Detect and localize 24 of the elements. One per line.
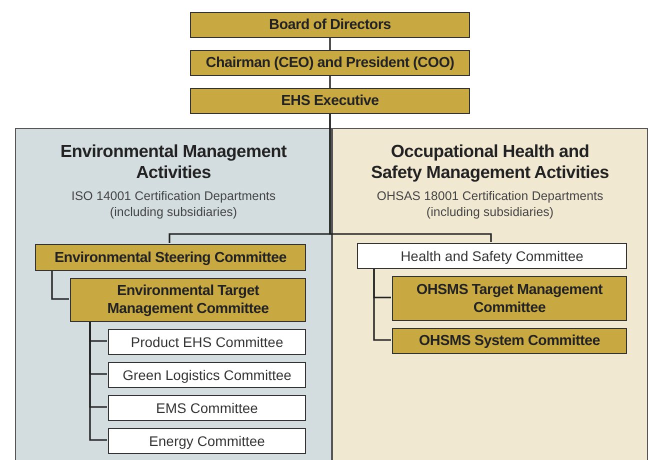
committee-box: Energy Committee — [108, 428, 306, 454]
committee-box: OHSMS Target Management Committee — [392, 276, 627, 321]
connector-line — [373, 268, 391, 341]
connector-line — [329, 38, 331, 50]
activity-panel — [15, 128, 332, 460]
activity-panel — [332, 128, 648, 460]
committee-box: Environmental Steering Committee — [35, 244, 306, 271]
committee-box: Board of Directors — [190, 12, 470, 38]
committee-box: Health and Safety Committee — [357, 243, 627, 269]
panel-subtitle: ISO 14001 Certification Departments (including subsidiaries) — [70, 188, 277, 220]
connector-line — [329, 114, 492, 242]
panel-heading: Occupational Health and Safety Management Activities — [370, 141, 610, 183]
panel-subtitle: OHSAS 18001 Certification Departments (including subsidiaries) — [376, 188, 604, 220]
committee-box: OHSMS System Committee — [392, 328, 627, 354]
committee-box: Environmental Target Management Committee — [70, 278, 306, 322]
connector-line — [89, 321, 107, 441]
committee-box: EMS Committee — [108, 395, 306, 421]
committee-box: Green Logistics Committee — [108, 362, 306, 388]
connector-line — [51, 270, 69, 300]
panel-heading: Environmental Management Activities — [59, 141, 288, 183]
committee-box: EHS Executive — [190, 88, 470, 114]
committee-box: Product EHS Committee — [108, 329, 306, 355]
connector-line — [329, 76, 331, 88]
committee-box: Chairman (CEO) and President (COO) — [190, 50, 470, 76]
